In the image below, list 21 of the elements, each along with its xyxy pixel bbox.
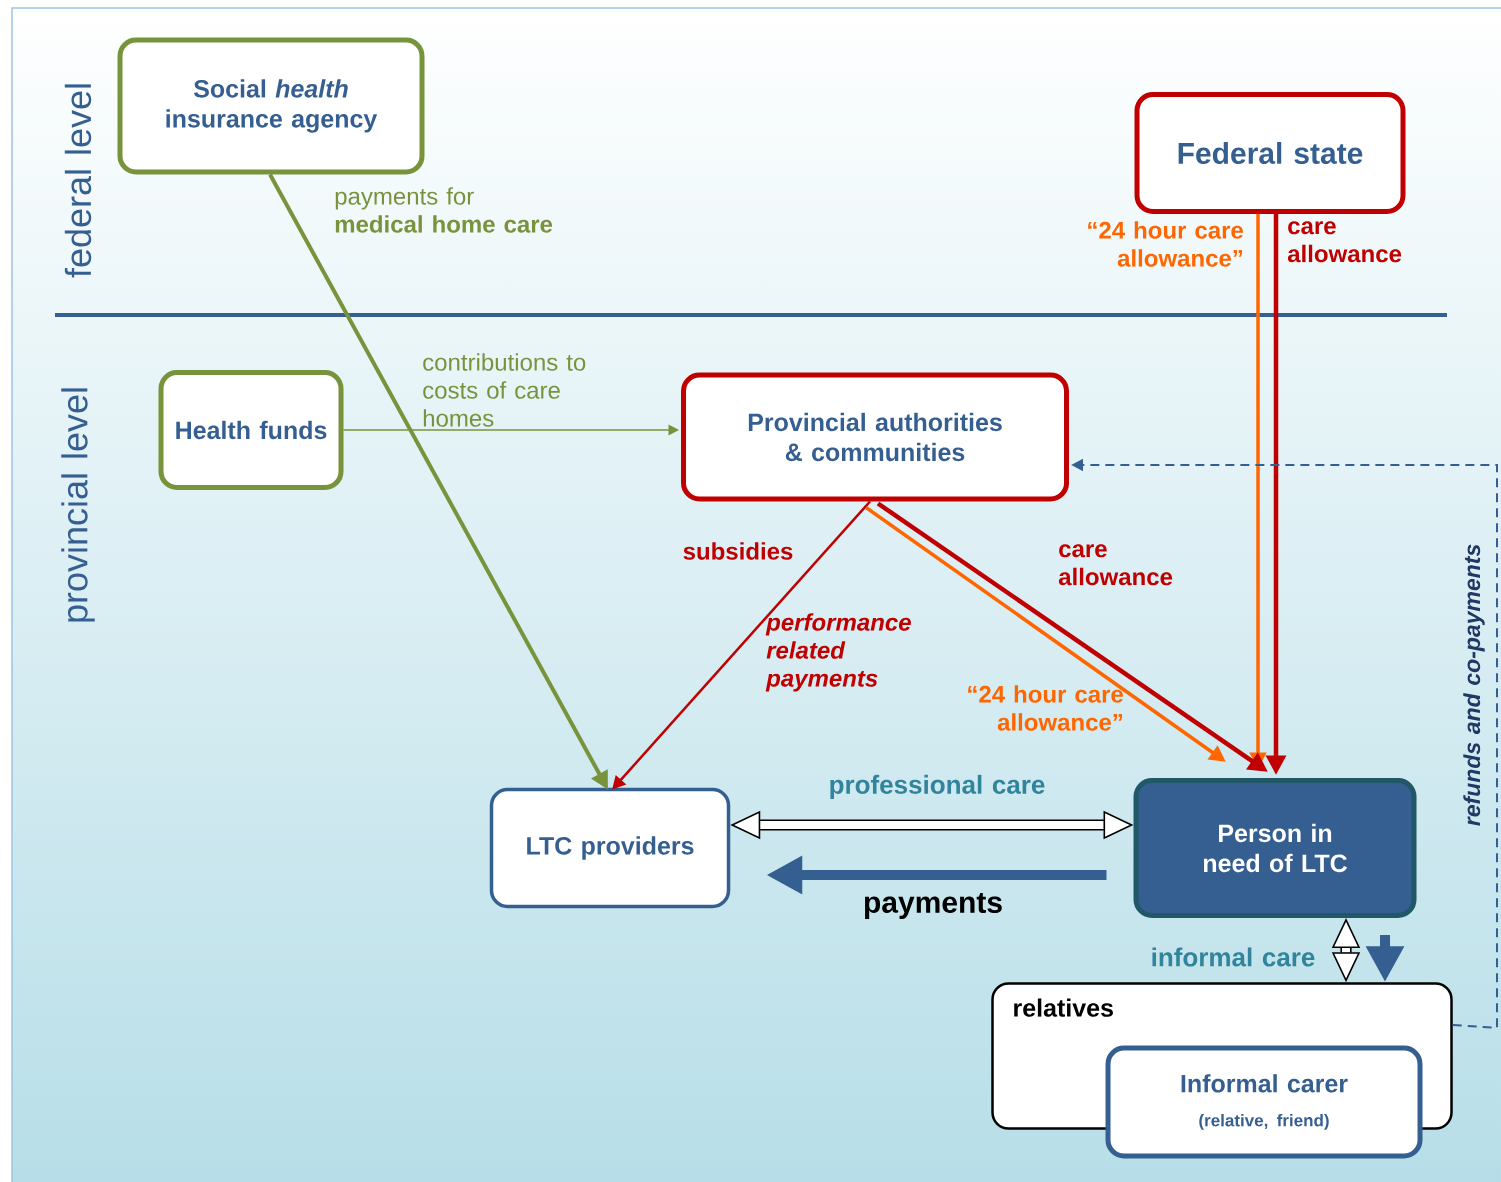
edge-label: subsidies (683, 542, 793, 560)
edge-label: refunds and co-payments (1463, 544, 1485, 826)
edge-label: informal care (1152, 947, 1315, 967)
edge-label: care allowance (1287, 221, 1402, 263)
authority-box: Provincial authorities & communities (681, 372, 1069, 502)
level-label: provincial level (61, 388, 95, 622)
edge-label: care allowance (1058, 544, 1173, 586)
provider-box: LTC providers (489, 787, 731, 909)
edge-label: professional care (830, 774, 1045, 800)
edge-label: payments for medical home care (335, 187, 553, 233)
agency-box: Social health insurance agency (117, 37, 425, 175)
edge-label: “24 hour care allowance” (968, 685, 1123, 731)
italic-note: performance related payments (765, 613, 911, 692)
person-box: Person in need of LTC (1133, 778, 1417, 918)
edge-label: “24 hour care allowance” (1088, 221, 1243, 267)
state-box: Federal state (1134, 92, 1406, 214)
edge-label: payments (864, 893, 1002, 919)
edge-label: contributions to costs of care homes (423, 353, 586, 427)
carer-box: Informal carer (relative, friend) (1105, 1045, 1423, 1159)
funds-box: Health funds (158, 370, 344, 490)
level-label: federal level (64, 84, 92, 278)
